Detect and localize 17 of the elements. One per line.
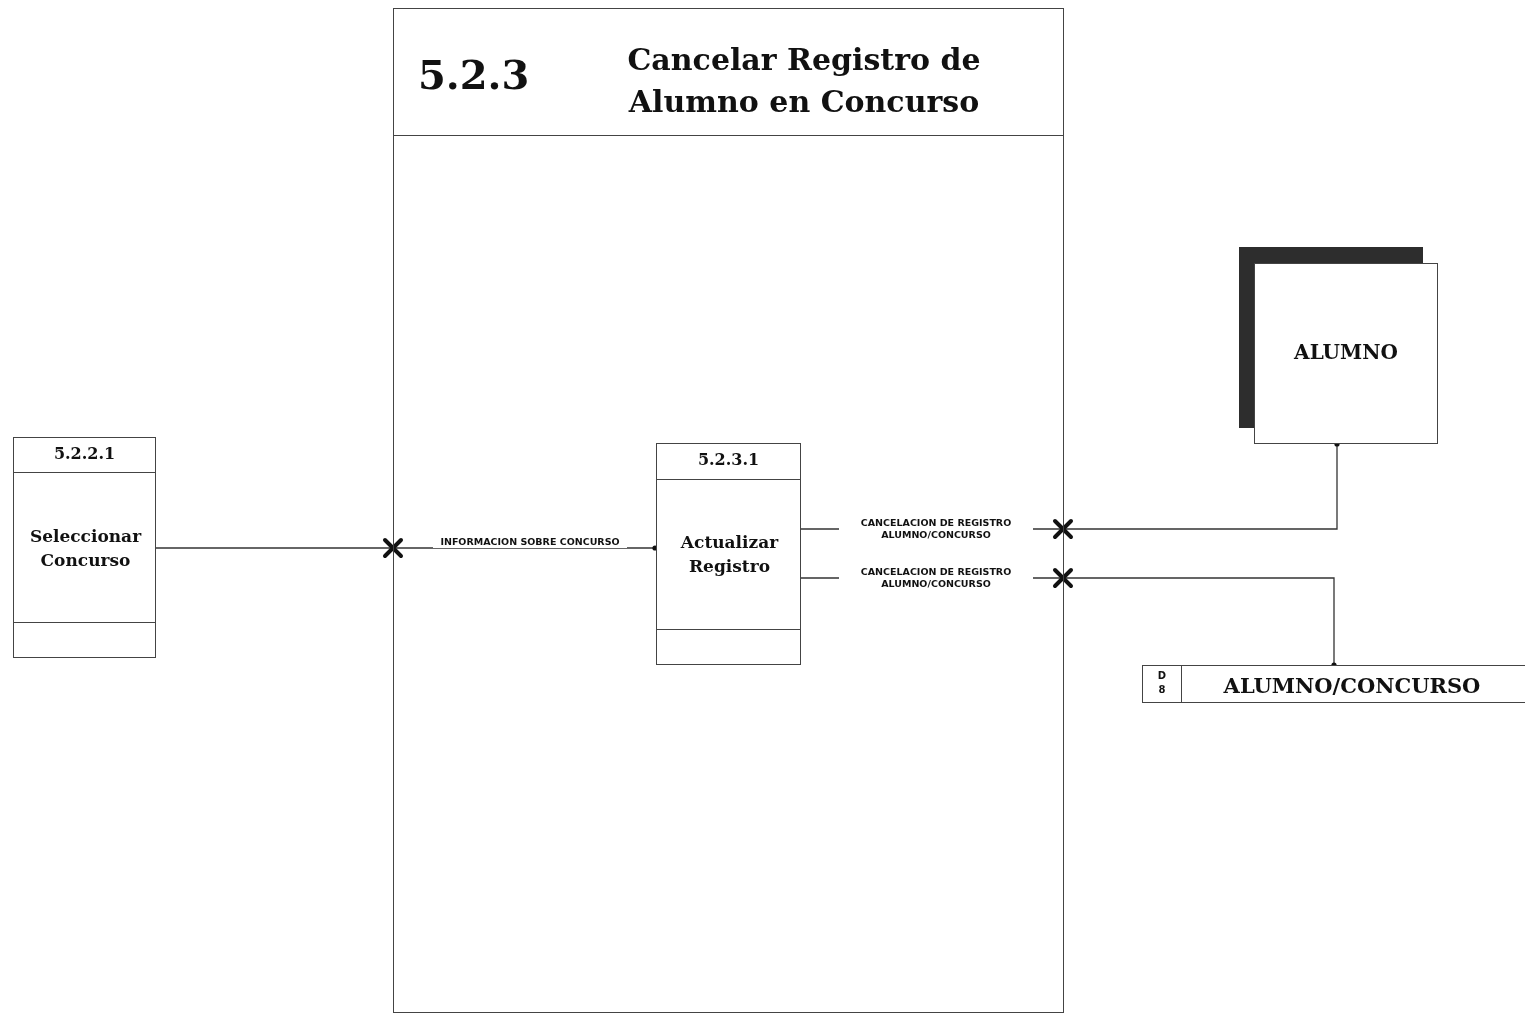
process-number: 5.2.2.1 bbox=[52, 444, 117, 463]
edge-label: CANCELACION DE REGISTRO ALUMNO/CONCURSO bbox=[839, 566, 1033, 590]
data-flow-line bbox=[155, 545, 658, 551]
process-title: Cancelar Registro de Alumno en Concurso bbox=[626, 41, 982, 121]
edge-label: INFORMACION SOBRE CONCURSO bbox=[433, 536, 627, 548]
process-name: Seleccionar Concurso bbox=[28, 525, 143, 572]
edge-label: CANCELACION DE REGISTRO ALUMNO/CONCURSO bbox=[839, 517, 1033, 541]
process-frame bbox=[393, 8, 1064, 1013]
process-number: 5.2.3.1 bbox=[696, 450, 761, 469]
process-name: Actualizar Registro bbox=[679, 531, 780, 578]
process-number: 5.2.3 bbox=[418, 51, 530, 98]
process-box bbox=[13, 437, 156, 658]
data-store bbox=[1142, 665, 1525, 703]
process-box bbox=[656, 443, 801, 665]
entity-name: ALUMNO bbox=[1292, 340, 1399, 364]
store-id: D 8 bbox=[1156, 669, 1168, 697]
store-name: ALUMNO/CONCURSO bbox=[1222, 673, 1482, 698]
